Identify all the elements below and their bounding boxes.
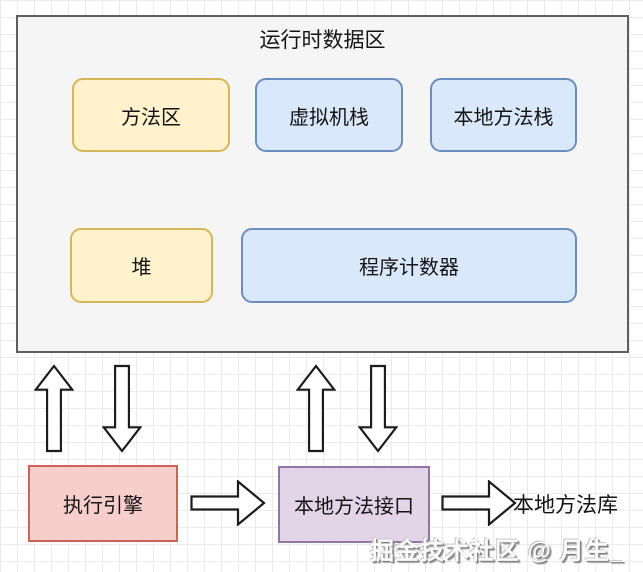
node-vm-stack-label: 虚拟机栈 <box>289 106 369 129</box>
arrow-right-engine-to-interface <box>190 480 266 526</box>
node-native-method-library-label: 本地方法库 <box>513 493 618 517</box>
node-method-area-label: 方法区 <box>121 106 181 129</box>
node-heap: 堆 <box>70 228 213 303</box>
arrow-down-runtime-to-engine <box>102 364 142 453</box>
node-vm-stack: 虚拟机栈 <box>255 78 403 152</box>
arrow-right-interface-to-library <box>441 480 517 526</box>
node-pc-register: 程序计数器 <box>241 228 577 303</box>
node-pc-register-label: 程序计数器 <box>359 257 459 279</box>
node-native-method-stack-label: 本地方法栈 <box>453 106 554 129</box>
node-method-area: 方法区 <box>72 78 230 152</box>
node-execution-engine-label: 执行引擎 <box>63 495 143 517</box>
node-native-method-interface-label: 本地方法接口 <box>294 496 414 518</box>
watermark: 掘金技术社区 @ 月生_ <box>370 538 625 565</box>
arrow-up-engine-to-runtime <box>34 364 74 453</box>
node-heap-label: 堆 <box>131 257 152 279</box>
node-execution-engine: 执行引擎 <box>28 465 178 542</box>
arrow-down-runtime-to-interface <box>358 364 398 453</box>
arrow-up-interface-to-runtime <box>296 364 336 453</box>
node-native-method-stack: 本地方法栈 <box>430 78 577 152</box>
runtime-data-area-title: 运行时数据区 <box>259 29 386 52</box>
